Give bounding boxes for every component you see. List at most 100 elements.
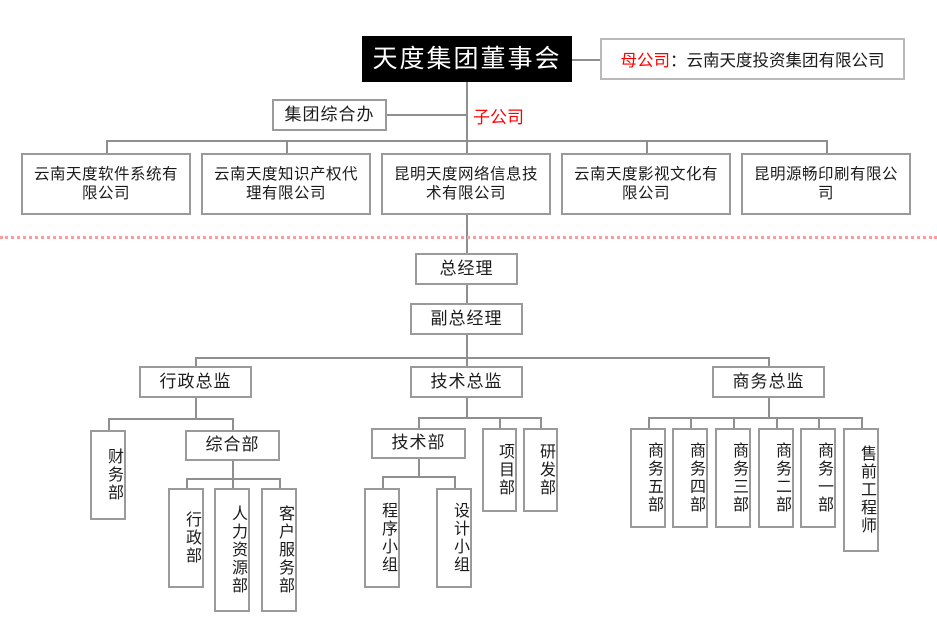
connector-business-bus: [648, 417, 861, 419]
subsidiary-label-5: 昆明源畅印刷有限公司: [753, 165, 898, 202]
subsidiary-label-4: 云南天度影视文化有限公司: [573, 165, 718, 202]
director-box-tech[interactable]: 技术总监: [410, 366, 523, 398]
business-unit-label-2: 商务四部: [687, 442, 706, 514]
connector-drop-business-unit-1: [648, 417, 650, 428]
program-team-label: 程序小组: [379, 502, 398, 574]
parent-company-name: 云南天度投资集团有限公司: [686, 51, 885, 70]
parent-company-note: 母公司：云南天度投资集团有限公司: [600, 38, 905, 80]
business-unit-box-2[interactable]: 商务四部: [672, 428, 708, 528]
connector-drop-design-team: [454, 476, 456, 488]
section-divider: [0, 236, 937, 239]
connector-drop-admin-dept: [186, 478, 188, 488]
connector-drop-project-dept: [499, 417, 501, 428]
general-manager-box[interactable]: 总经理: [415, 253, 518, 285]
finance-dept-box[interactable]: 财务部: [90, 430, 126, 520]
deputy-general-manager-box[interactable]: 副总经理: [410, 303, 523, 335]
connector-drop-business-unit-6: [861, 417, 863, 428]
connector-drop-finance: [108, 418, 110, 430]
connector-drop-business-unit-5: [818, 417, 820, 428]
presales-engineer-label: 售前工程师: [858, 445, 877, 535]
connector-tech-director-down: [466, 398, 468, 417]
group-office-box[interactable]: 集团综合办: [272, 99, 387, 131]
business-unit-label-3: 商务三部: [730, 442, 749, 514]
connector-general-affairs-down: [232, 461, 234, 478]
subsidiary-box-1[interactable]: 云南天度软件系统有限公司: [21, 153, 191, 215]
customer-service-dept-label: 客户服务部: [276, 505, 295, 595]
connector-drop-director-admin: [195, 357, 197, 367]
parent-company-separator: ：: [670, 51, 687, 70]
connector-admin-bus: [108, 418, 233, 420]
rnd-dept-box[interactable]: 研发部: [523, 428, 558, 512]
connector-drop-director-tech: [466, 357, 468, 367]
subsidiary-box-3[interactable]: 昆明天度网络信息技术有限公司: [381, 153, 551, 215]
design-team-box[interactable]: 设计小组: [436, 488, 472, 588]
business-unit-box-3[interactable]: 商务三部: [715, 428, 751, 528]
tech-dept-box[interactable]: 技术部: [371, 428, 466, 459]
finance-dept-label: 财务部: [105, 448, 124, 502]
program-team-box[interactable]: 程序小组: [364, 488, 400, 588]
connector-drop-director-business: [768, 357, 770, 367]
board-of-directors-label: 天度集团董事会: [372, 43, 562, 73]
connector-drop-program-team: [382, 476, 384, 488]
business-unit-label-4: 商务二部: [773, 442, 792, 514]
admin-dept-box[interactable]: 行政部: [168, 488, 204, 588]
connector-drop-subsidiary-1: [106, 140, 108, 154]
connector-board-trunk: [466, 82, 468, 141]
parent-company-tag: 母公司: [620, 51, 671, 70]
connector-drop-general-affairs: [232, 418, 234, 430]
director-label-business: 商务总监: [732, 371, 805, 392]
subsidiary-label-1: 云南天度软件系统有限公司: [33, 165, 178, 202]
subsidiary-box-4[interactable]: 云南天度影视文化有限公司: [561, 153, 731, 215]
connector-tech-dept-down: [418, 459, 420, 476]
business-unit-label-1: 商务五部: [645, 442, 664, 514]
deputy-general-manager-label: 副总经理: [430, 308, 503, 329]
general-manager-label: 总经理: [439, 258, 494, 279]
director-label-admin: 行政总监: [159, 371, 232, 392]
connector-drop-business-unit-3: [733, 417, 735, 428]
connector-drop-hr-dept: [232, 478, 234, 488]
connector-drop-tech-dept: [418, 417, 420, 428]
subsidiary-label-3: 昆明天度网络信息技术有限公司: [393, 165, 538, 202]
hr-dept-box[interactable]: 人力资源部: [214, 488, 250, 612]
connector-drop-business-unit-2: [690, 417, 692, 428]
connector-gm-to-dgm: [466, 285, 468, 303]
connector-group-office-to-trunk: [387, 114, 466, 116]
project-dept-label: 项目部: [496, 443, 515, 497]
subsidiary-label-2: 云南天度知识产权代理有限公司: [213, 165, 358, 202]
subsidiary-box-5[interactable]: 昆明源畅印刷有限公司: [741, 153, 911, 215]
project-dept-box[interactable]: 项目部: [482, 428, 517, 512]
connector-drop-rnd-dept: [540, 417, 542, 428]
director-box-admin[interactable]: 行政总监: [139, 366, 252, 398]
business-unit-box-4[interactable]: 商务二部: [758, 428, 794, 528]
group-office-label: 集团综合办: [284, 104, 375, 125]
connector-drop-subsidiary-2: [286, 140, 288, 154]
connector-drop-business-unit-4: [776, 417, 778, 428]
board-of-directors-box[interactable]: 天度集团董事会: [362, 36, 572, 82]
connector-drop-customer-service-dept: [279, 478, 281, 488]
connector-admin-director-down: [195, 398, 197, 418]
connector-drop-subsidiary-3: [466, 140, 468, 154]
director-box-business[interactable]: 商务总监: [712, 366, 825, 398]
hr-dept-label: 人力资源部: [229, 505, 248, 595]
connector-business-director-down: [768, 398, 770, 417]
connector-drop-subsidiary-5: [826, 140, 828, 154]
connector-drop-subsidiary-4: [646, 140, 648, 154]
admin-dept-label: 行政部: [183, 511, 202, 565]
business-unit-label-5: 商务一部: [815, 442, 834, 514]
presales-engineer-box[interactable]: 售前工程师: [843, 428, 879, 552]
customer-service-dept-box[interactable]: 客户服务部: [261, 488, 297, 612]
connector-tech-dept-bus: [382, 476, 454, 478]
connector-dgm-to-directors-bus: [466, 335, 468, 357]
general-affairs-dept-box[interactable]: 综合部: [185, 430, 280, 461]
design-team-label: 设计小组: [451, 502, 470, 574]
subsidiary-box-2[interactable]: 云南天度知识产权代理有限公司: [201, 153, 371, 215]
general-affairs-dept-label: 综合部: [205, 435, 260, 456]
business-unit-box-5[interactable]: 商务一部: [800, 428, 836, 528]
rnd-dept-label: 研发部: [537, 443, 556, 497]
director-label-tech: 技术总监: [430, 371, 503, 392]
connector-trunk-into-management: [466, 215, 468, 253]
business-unit-box-1[interactable]: 商务五部: [630, 428, 666, 528]
subsidiary-section-label: 子公司: [473, 108, 524, 128]
tech-dept-label: 技术部: [391, 433, 446, 454]
